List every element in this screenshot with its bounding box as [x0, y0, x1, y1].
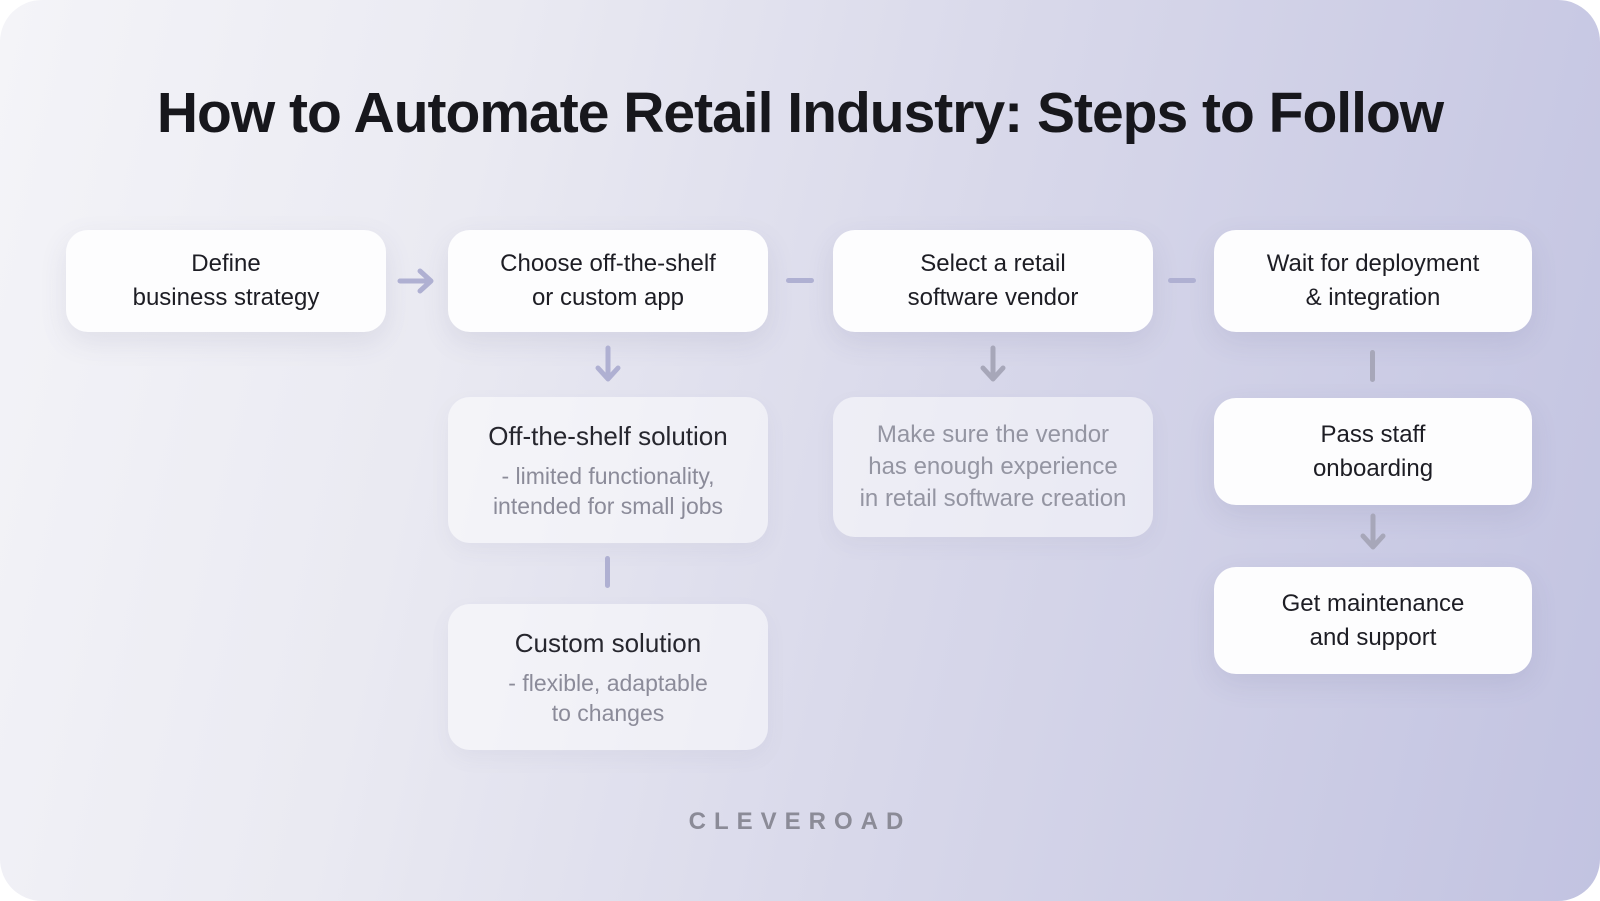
detail-box-onboarding: Pass staff onboarding	[1214, 398, 1532, 505]
step-box-select-vendor: Select a retail software vendor	[833, 230, 1153, 332]
detail-box-vendor-note: Make sure the vendor has enough experien…	[833, 397, 1153, 537]
page-title: How to Automate Retail Industry: Steps t…	[156, 81, 1444, 145]
detail-description: Make sure the vendor has enough experien…	[859, 421, 1127, 512]
dash-connector	[1168, 278, 1196, 283]
detail-box-custom-solution: Custom solution - flexible, adaptable to…	[448, 604, 768, 750]
detail-box-off-the-shelf: Off-the-shelf solution - limited functio…	[448, 397, 768, 543]
step-label: Define business strategy	[132, 250, 320, 311]
cleveroad-logo: CLEVEROAD	[688, 808, 912, 835]
detail-title: Custom solution	[514, 628, 702, 658]
dash-connector	[786, 278, 814, 283]
step-box-choose-app: Choose off-the-shelf or custom app	[448, 230, 768, 332]
arrow-down-icon	[1360, 513, 1386, 550]
arrow-right-icon	[397, 268, 434, 294]
step-label: Select a retail software vendor	[907, 250, 1079, 311]
step-box-define-strategy: Define business strategy	[66, 230, 386, 332]
detail-description: - limited functionality, intended for sm…	[492, 463, 724, 519]
arrow-down-icon	[980, 345, 1006, 382]
detail-title: Pass staff onboarding	[1312, 420, 1434, 482]
step-box-deployment: Wait for deployment & integration	[1214, 230, 1532, 332]
detail-description: - flexible, adaptable to changes	[508, 670, 708, 726]
line-connector	[1370, 350, 1375, 382]
detail-box-maintenance: Get maintenance and support	[1214, 567, 1532, 674]
detail-title: Get maintenance and support	[1281, 589, 1465, 651]
line-connector	[605, 556, 610, 588]
step-label: Wait for deployment & integration	[1266, 250, 1480, 311]
detail-title: Off-the-shelf solution	[488, 421, 728, 451]
step-label: Choose off-the-shelf or custom app	[500, 250, 716, 311]
arrow-down-icon	[595, 345, 621, 382]
